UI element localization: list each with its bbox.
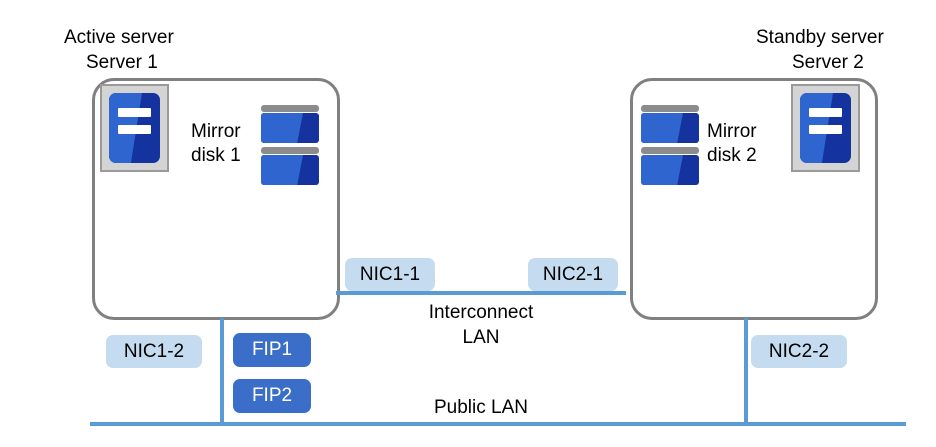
interconnect-lan-label: Interconnect LAN [396,300,566,350]
mirror-disk-icon [261,105,319,185]
server-2-name-label: Server 2 [792,52,864,73]
mirror-disk-icon-platter-2 [641,155,699,185]
mirror-disk-2-label: Mirror disk 2 [707,120,757,168]
interconnect-lan-label-line2: LAN [462,327,500,348]
mirror-disk-icon-sheen-2 [641,155,683,185]
mirror-disk-2-label-line2: disk 2 [707,145,757,166]
server-1-name-label: Server 1 [86,52,158,73]
mirror-disk-icon-platter-2 [261,155,319,185]
mirror-disk-icon-bar-1 [641,105,699,112]
server-chassis-icon-body [109,93,160,163]
server-chassis-icon-bay-2 [118,125,151,135]
server-2-caption: Standby server Server 2 [756,25,884,75]
fip-chip-fip2[interactable]: FIP2 [233,379,311,413]
mirror-disk-icon-bar-2 [641,147,699,154]
server-chassis-icon-body [800,93,851,163]
mirror-disk-2-label-line1: Mirror [707,121,757,142]
mirror-disk-icon-bar-1 [261,105,319,112]
nic-chip-nic2-2[interactable]: NIC2-2 [751,335,847,368]
mirror-disk-icon-sheen-1 [641,113,683,143]
mirror-disk-icon-sheen-2 [261,155,303,185]
server-chassis-icon [100,84,169,172]
server-chassis-icon-bay-1 [809,108,842,118]
fip-chip-fip1[interactable]: FIP1 [233,333,311,367]
mirror-disk-icon [641,105,699,185]
interconnect-lan-line [336,291,626,295]
server-1-public-lan-drop-line [220,318,224,424]
public-lan-label: Public LAN [434,397,528,418]
mirror-disk-icon-bar-2 [261,147,319,154]
mirror-disk-icon-platter-1 [261,113,319,143]
server-chassis-icon-bay-1 [118,108,151,118]
mirror-disk-icon-platter-1 [641,113,699,143]
mirror-disk-1-label: Mirror disk 1 [191,120,241,168]
server-2-public-lan-drop-line [744,318,748,424]
interconnect-lan-label-line1: Interconnect [428,302,534,323]
mirror-disk-1-label-line1: Mirror [191,121,241,142]
nic-chip-nic2-1[interactable]: NIC2-1 [528,258,618,291]
mirror-disk-1-label-line2: disk 1 [191,145,241,166]
server-2-role-label: Standby server [756,27,884,48]
server-chassis-icon-bay-2 [809,125,842,135]
nic-chip-nic1-1[interactable]: NIC1-1 [345,258,435,291]
server-chassis-icon [791,84,860,172]
server-1-role-label: Active server [64,27,174,48]
public-lan-line [90,422,906,426]
nic-chip-nic1-2[interactable]: NIC1-2 [106,335,202,368]
mirror-disk-icon-sheen-1 [261,113,303,143]
server-1-caption: Active server Server 1 [64,25,174,75]
